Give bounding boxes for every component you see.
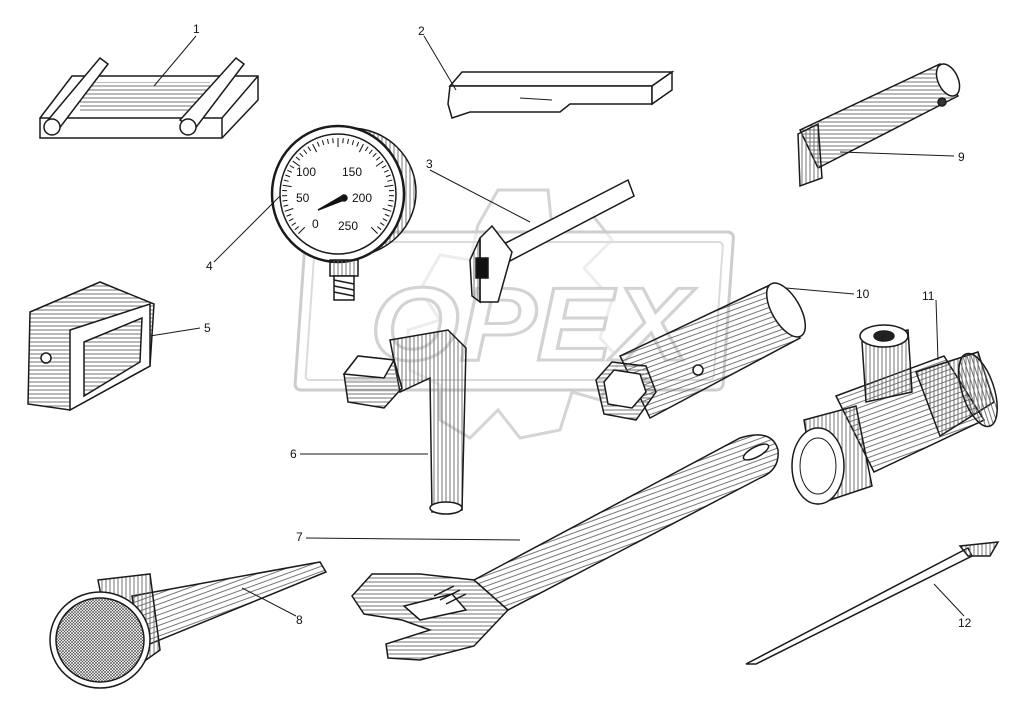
gauge-label-50: 50: [296, 191, 310, 205]
gauge-tick: [321, 140, 325, 146]
gauge-tick: [382, 208, 392, 212]
gauge-tick: [358, 143, 364, 153]
gauge-tick: [298, 226, 306, 234]
gauge-tick: [287, 169, 293, 173]
callout-7: 7: [296, 530, 303, 544]
gauge-tick: [381, 165, 387, 169]
gauge-tick: [285, 174, 291, 178]
gauge-tick: [379, 222, 385, 226]
gauge-tick: [382, 218, 388, 222]
callout-5: 5: [204, 321, 211, 335]
tool-11-tee-fitting: [791, 324, 998, 505]
gauge-tick: [375, 160, 384, 167]
gauge-label-100: 100: [296, 165, 316, 179]
gauge-tick: [364, 146, 369, 152]
gauge-tick: [282, 199, 288, 202]
gauge-tick: [283, 204, 289, 207]
gauge-tick: [312, 143, 318, 153]
gauge-tick: [292, 160, 301, 167]
tool-5-clip-bracket: [27, 281, 155, 412]
tool-3-hammer: [469, 178, 635, 304]
gauge-tick: [376, 226, 382, 231]
tool-7-adjustable-wrench: [351, 434, 779, 661]
callout-3: 3: [426, 157, 433, 171]
gauge-tick: [388, 199, 394, 202]
gauge-tick: [384, 213, 390, 217]
gauge-tick: [383, 169, 389, 173]
gauge-tick: [291, 222, 297, 226]
callout-11: 11: [922, 289, 935, 303]
gauge-tick: [294, 226, 300, 231]
gauge-tick: [347, 138, 349, 144]
gauge-tick: [289, 165, 295, 169]
tool-6-l-socket-wrench: [342, 329, 467, 515]
gauge-tick: [384, 184, 394, 188]
gauge-tick: [387, 179, 393, 182]
gauge-tick: [284, 208, 294, 212]
gauge-tick: [307, 146, 312, 152]
callout-10: 10: [856, 287, 870, 301]
gauge-tick: [387, 204, 393, 207]
callout-2: 2: [418, 24, 425, 38]
gauge-label-200: 200: [352, 191, 372, 205]
gauge-label-250: 250: [338, 219, 358, 233]
gauge-tick: [282, 184, 292, 188]
gauge-tick: [327, 138, 329, 144]
gauge-tick: [299, 152, 304, 158]
gauge-tick: [288, 218, 294, 222]
gauge-tick: [351, 140, 355, 146]
tool-9-tube-key: [797, 63, 961, 188]
callouts: 1 2 3 4 5 6 7 8 9 10 11 12: [193, 22, 972, 630]
callout-12: 12: [958, 616, 972, 630]
tool-10-tube-socket: [595, 282, 807, 421]
gauge-tick: [370, 226, 378, 234]
gauge-tick: [375, 156, 381, 161]
gauge-label-150: 150: [342, 165, 362, 179]
callout-6: 6: [290, 447, 297, 461]
tool-4-pressure-gauge: 0 50 100 150 200 250: [270, 124, 417, 301]
callout-4: 4: [206, 259, 213, 273]
gauge-tick: [286, 213, 292, 217]
gauge-tick: [295, 156, 301, 161]
gauge-tick: [316, 141, 320, 147]
gauge-tick: [372, 152, 377, 158]
gauge-tick: [385, 174, 391, 178]
gauge-tick: [368, 149, 373, 155]
tool-8-funnel: [49, 561, 328, 689]
gauge-label-0: 0: [312, 217, 319, 231]
tool-2-flat-bar: [447, 70, 675, 119]
callout-1: 1: [193, 22, 200, 36]
gauge-tick: [283, 179, 289, 182]
gauge-tick: [356, 141, 360, 147]
callout-8: 8: [296, 613, 303, 627]
callout-9: 9: [958, 150, 965, 164]
tool-1-roller-plate: [39, 56, 259, 139]
leader-lines: [149, 35, 965, 617]
tool-12-pry-bar: [745, 541, 1000, 665]
gauge-tick: [303, 149, 308, 155]
